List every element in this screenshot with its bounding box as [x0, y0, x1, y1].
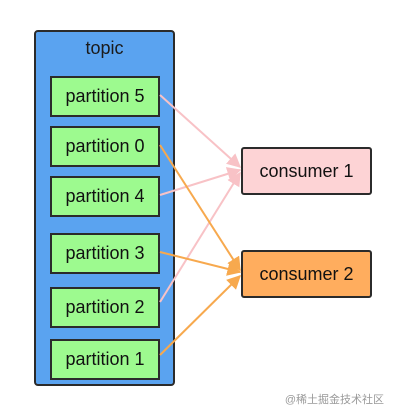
- partition-5-box: partition 5: [50, 76, 160, 117]
- topic-title: topic: [85, 38, 124, 58]
- partition-2-box: partition 2: [50, 287, 160, 328]
- watermark: @稀土掘金技术社区: [284, 394, 384, 406]
- topic-container: topic partition 5 partition 0 partition …: [34, 30, 175, 386]
- partition-3-box: partition 3: [50, 233, 160, 274]
- partition-0-box: partition 0: [50, 126, 160, 167]
- consumer-2-box: consumer 2: [241, 250, 372, 298]
- partition-4-box: partition 4: [50, 176, 160, 217]
- partition-1-box: partition 1: [50, 339, 160, 380]
- consumer-1-box: consumer 1: [241, 147, 372, 195]
